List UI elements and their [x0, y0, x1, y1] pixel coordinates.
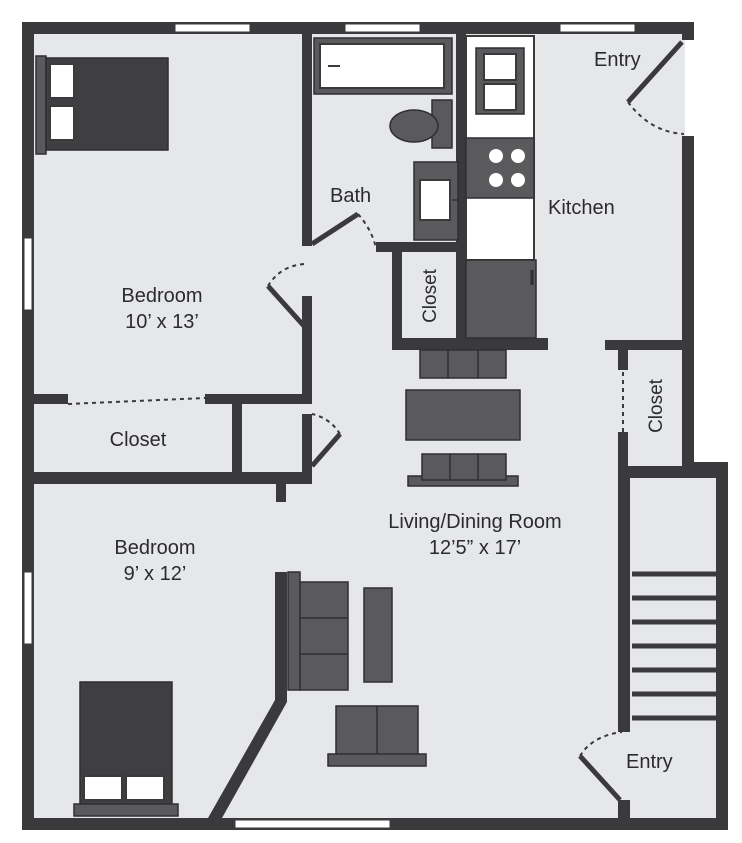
label-bedroom-top-size: 10’ x 13’ [125, 311, 199, 333]
label-closet-left: Closet [110, 429, 167, 451]
loveseat [327, 705, 427, 767]
stair-floor [630, 478, 718, 822]
interior-walls [30, 34, 728, 818]
label-closet-right: Closet [646, 378, 667, 433]
entry-door [626, 40, 684, 104]
label-entry-top: Entry [594, 49, 641, 71]
label-living-size: 12’5” x 17’ [429, 537, 521, 559]
label-bedroom-bottom: Bedroom [114, 537, 195, 559]
label-bedroom-top: Bedroom [121, 285, 202, 307]
bath-door [310, 211, 360, 247]
closet-door [310, 432, 342, 468]
label-entry-bottom: Entry [626, 751, 673, 773]
window [23, 237, 33, 311]
bedroom-door [266, 284, 306, 328]
entry-door-bottom [578, 754, 622, 802]
stairs [632, 571, 716, 721]
sofa [287, 571, 393, 691]
toilet [389, 99, 453, 149]
kitchen-counter [465, 35, 537, 339]
label-closet-bath: Closet [420, 268, 441, 323]
label-bath: Bath [330, 185, 371, 207]
label-bedroom-bottom-size: 9’ x 12’ [124, 563, 187, 585]
bed-top [35, 55, 169, 155]
windows [23, 23, 636, 829]
label-kitchen: Kitchen [548, 197, 615, 219]
bathtub [313, 37, 453, 95]
bed-bottom [73, 681, 179, 817]
window [174, 23, 251, 33]
window [234, 819, 391, 829]
label-living: Living/Dining Room [388, 511, 561, 533]
doors [67, 40, 685, 802]
window [23, 571, 33, 645]
bath-sink [413, 161, 459, 241]
window [559, 23, 636, 33]
dining-table [405, 349, 521, 487]
window [344, 23, 421, 33]
